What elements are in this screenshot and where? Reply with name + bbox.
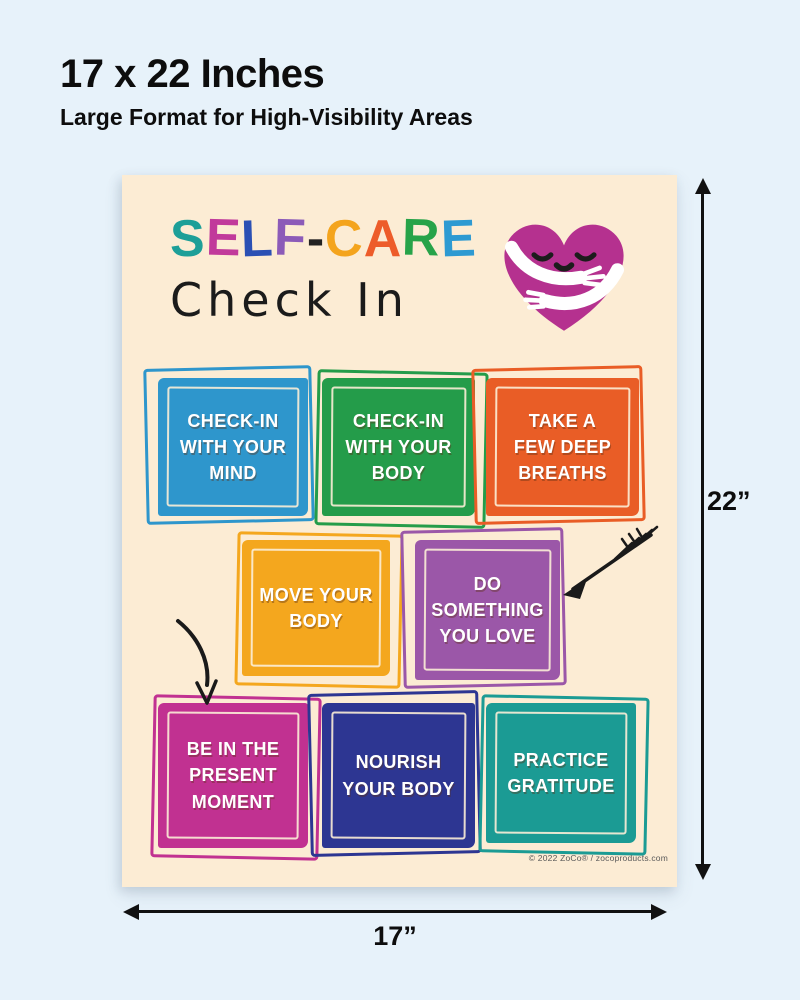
- dimension-line-horizontal: [136, 910, 654, 913]
- tile-label: MOVE YOUR BODY: [259, 584, 373, 631]
- arrowhead-down-icon: [694, 864, 711, 880]
- heart-eye-right: [574, 252, 597, 262]
- tile-nourish-your-body: NOURISH YOUR BODY: [322, 703, 475, 848]
- tile-label: BE IN THE PRESENT MOMENT: [186, 739, 280, 812]
- feather-arrow-doodle: [563, 525, 659, 599]
- curved-arrow-doodle: [176, 619, 218, 705]
- poster-title: SELF-CARE: [170, 208, 490, 269]
- height-label: 22”: [707, 486, 751, 516]
- heart-hand-lower: [523, 289, 546, 310]
- tile-check-in-with-your-mind: CHECK-IN WITH YOUR MIND: [158, 378, 308, 516]
- tile-move-your-body: MOVE YOUR BODY: [242, 540, 390, 676]
- poster-subtitle: Check In: [170, 273, 409, 327]
- tile-label: PRACTICE GRATITUDE: [507, 749, 615, 796]
- tile-do-something-you-love: DO SOMETHING YOU LOVE: [415, 540, 560, 680]
- size-subheadline: Large Format for High-Visibility Areas: [60, 104, 473, 130]
- title-letter: L: [240, 209, 276, 269]
- hugging-heart-svg: [504, 224, 624, 331]
- width-dimension-annotation: 17”: [123, 899, 667, 951]
- title-letter: A: [363, 210, 403, 268]
- size-headline: 17 x 22 Inches: [60, 52, 325, 96]
- arrowhead-up-icon: [694, 178, 711, 194]
- poster: SELF-CARE Check In CHECK-IN WITH YOU: [122, 175, 677, 887]
- poster-title-block: SELF-CARE Check In: [170, 208, 490, 327]
- height-dimension-annotation: 22”: [693, 178, 753, 880]
- heart-smile: [553, 262, 575, 272]
- hugging-heart-icon: [489, 205, 639, 343]
- tile-label: TAKE A FEW DEEP BREATHS: [513, 410, 612, 484]
- title-letter: C: [324, 209, 365, 269]
- tile-label: DO SOMETHING YOU LOVE: [431, 573, 544, 647]
- title-letter: S: [170, 210, 206, 268]
- arrowhead-left-icon: [123, 903, 139, 920]
- title-letter: R: [401, 208, 442, 268]
- width-label: 17”: [373, 921, 417, 951]
- tile-label: CHECK-IN WITH YOUR MIND: [179, 410, 287, 484]
- title-letter: E: [440, 209, 478, 269]
- tile-be-in-the-present-moment: BE IN THE PRESENT MOMENT: [158, 703, 308, 848]
- heart-eye-left: [531, 252, 554, 262]
- heart-arm-lower: [538, 263, 624, 310]
- tile-practice-gratitude: PRACTICE GRATITUDE: [486, 703, 636, 843]
- tile-label: CHECK-IN WITH YOUR BODY: [345, 410, 452, 484]
- title-letter: -: [306, 210, 326, 268]
- heart-arm-upper: [504, 240, 588, 286]
- tile-check-in-with-your-body: CHECK-IN WITH YOUR BODY: [322, 378, 475, 516]
- title-letter: E: [204, 208, 243, 268]
- arrowhead-right-icon: [651, 903, 667, 920]
- copyright-text: © 2022 ZoCo® / zocoproducts.com: [528, 853, 668, 863]
- tile-label: NOURISH YOUR BODY: [342, 752, 455, 799]
- dimension-line-vertical: [701, 191, 704, 867]
- title-letter: F: [273, 208, 308, 268]
- heart-hand-upper: [582, 265, 606, 288]
- tile-take-a-few-deep-breaths: TAKE A FEW DEEP BREATHS: [486, 378, 639, 516]
